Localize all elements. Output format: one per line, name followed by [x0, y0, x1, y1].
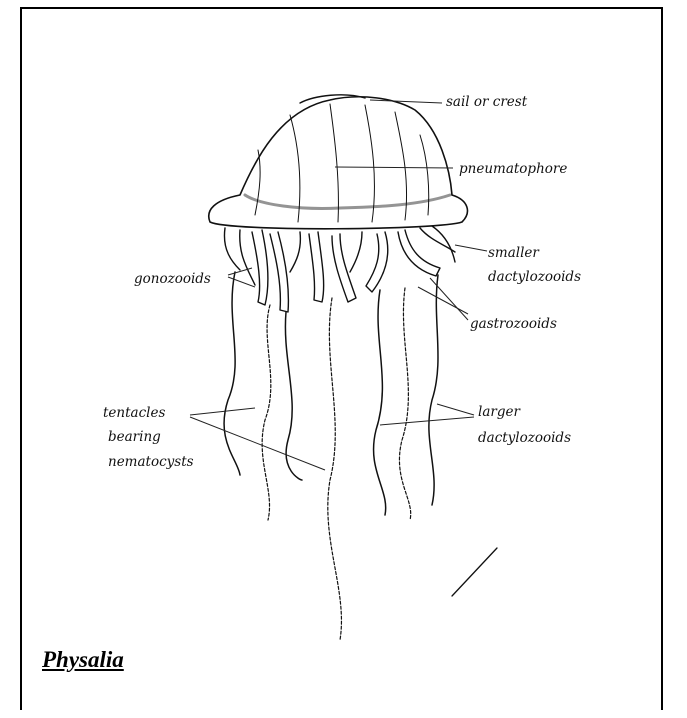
stray-stroke [452, 548, 497, 596]
label-gastrozooids: gastrozooids [470, 316, 557, 332]
label-smaller-dactylozooids-line2: dactylozooids [488, 269, 581, 285]
label-larger-dactylozooids-line1: larger [478, 404, 521, 420]
label-sail: sail or crest [446, 94, 528, 110]
zooid-cluster [224, 226, 455, 312]
figure-title: Physalia [42, 647, 124, 673]
label-larger-dactylozooids-line2: dactylozooids [478, 430, 571, 446]
leader-lines [190, 100, 487, 470]
label-smaller-dactylozooids-line1: smaller [488, 245, 540, 261]
tentacles [224, 272, 438, 640]
label-pneumatophore: pneumatophore [459, 161, 567, 177]
pneumatophore-drawing [209, 95, 468, 229]
label-tentacles-line3: nematocysts [108, 454, 194, 470]
label-tentacles-line2: bearing [108, 429, 161, 445]
label-tentacles-line1: tentacles [103, 405, 165, 421]
label-gonozooids: gonozooids [134, 271, 211, 287]
